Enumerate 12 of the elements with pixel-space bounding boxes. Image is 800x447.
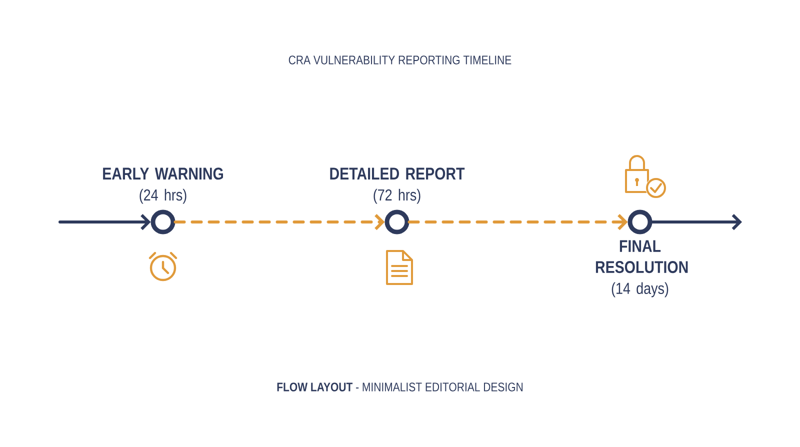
arrow	[174, 214, 385, 230]
title: CRA VULNERABILITY REPORTING TIMELINE	[288, 56, 512, 64]
milestone-label: FINAL RESOLUTION (14 days)	[596, 240, 688, 298]
arrow	[650, 214, 742, 230]
milestone-label: EARLY WARNING (24 hrs)	[103, 168, 223, 204]
caption: FLOW LAYOUT - MINIMALIST EDITORIAL DESIGN	[277, 382, 523, 392]
timeline-milestone	[628, 210, 652, 234]
arrow	[408, 214, 628, 230]
timeline-milestone	[384, 210, 410, 234]
timeline-milestone	[150, 210, 176, 234]
arrow	[58, 214, 151, 230]
milestone-label: DETAILED REPORT (72 hrs)	[330, 168, 465, 204]
